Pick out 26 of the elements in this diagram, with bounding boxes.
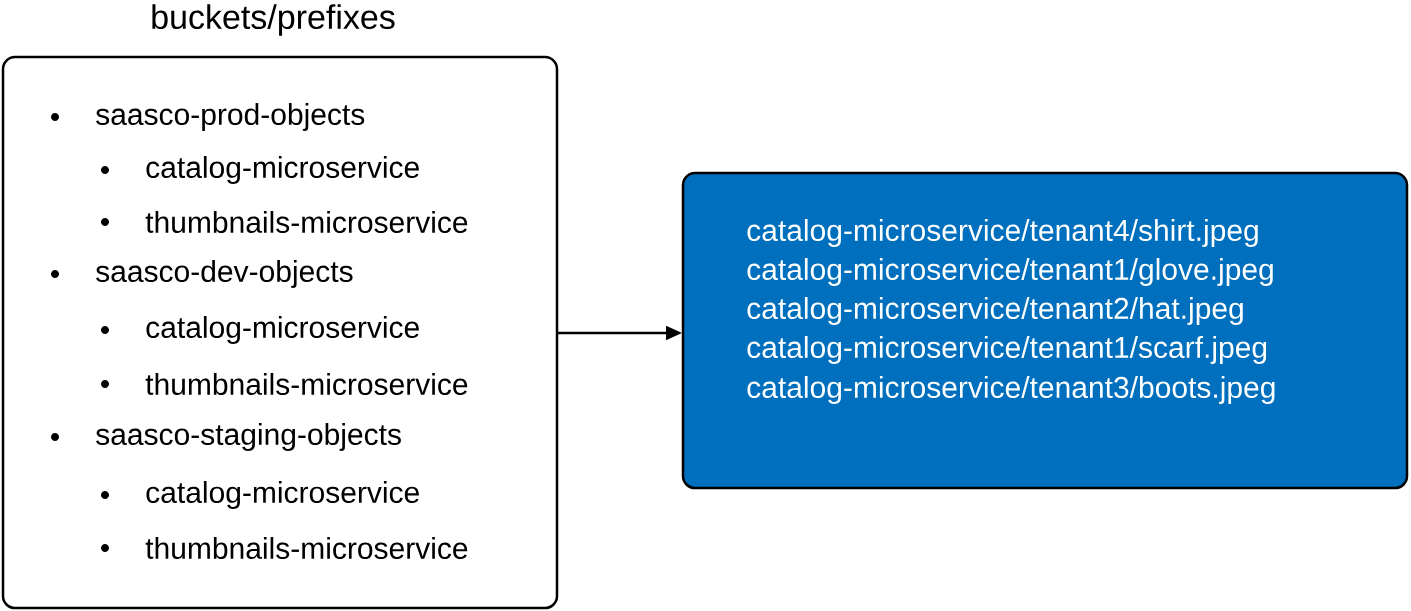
file-path: catalog-microservice/tenant1/scarf.jpeg	[747, 336, 1267, 364]
bullet	[51, 433, 59, 441]
list-item: thumbnails-microservice	[145, 537, 468, 560]
file-path: catalog-microservice/tenant3/boots.jpeg	[747, 376, 1275, 404]
list-item: thumbnails-microservice	[145, 373, 468, 396]
bullet	[51, 270, 59, 278]
bullet	[101, 491, 109, 499]
list-item: saasco-prod-objects	[96, 103, 365, 131]
bullet	[101, 380, 109, 388]
bullet	[101, 166, 109, 174]
list-item: catalog-microservice	[146, 316, 419, 344]
heading: buckets/prefixes	[152, 4, 395, 36]
bullet	[101, 218, 109, 226]
bullet	[101, 326, 109, 334]
file-path: catalog-microservice/tenant1/glove.jpeg	[747, 258, 1273, 286]
list-item: saasco-staging-objects	[96, 423, 401, 451]
file-path: catalog-microservice/tenant2/hat.jpeg	[747, 297, 1243, 325]
path-box	[681, 171, 1409, 490]
bullet	[101, 544, 109, 552]
list-item: catalog-microservice	[146, 156, 419, 184]
list-item: thumbnails-microservice	[145, 211, 468, 234]
list-item: catalog-microservice	[146, 481, 419, 509]
list-item: saasco-dev-objects	[96, 260, 353, 288]
list-box	[1, 55, 559, 610]
bullet	[51, 113, 59, 121]
file-path: catalog-microservice/tenant4/shirt.jpeg	[747, 219, 1258, 247]
